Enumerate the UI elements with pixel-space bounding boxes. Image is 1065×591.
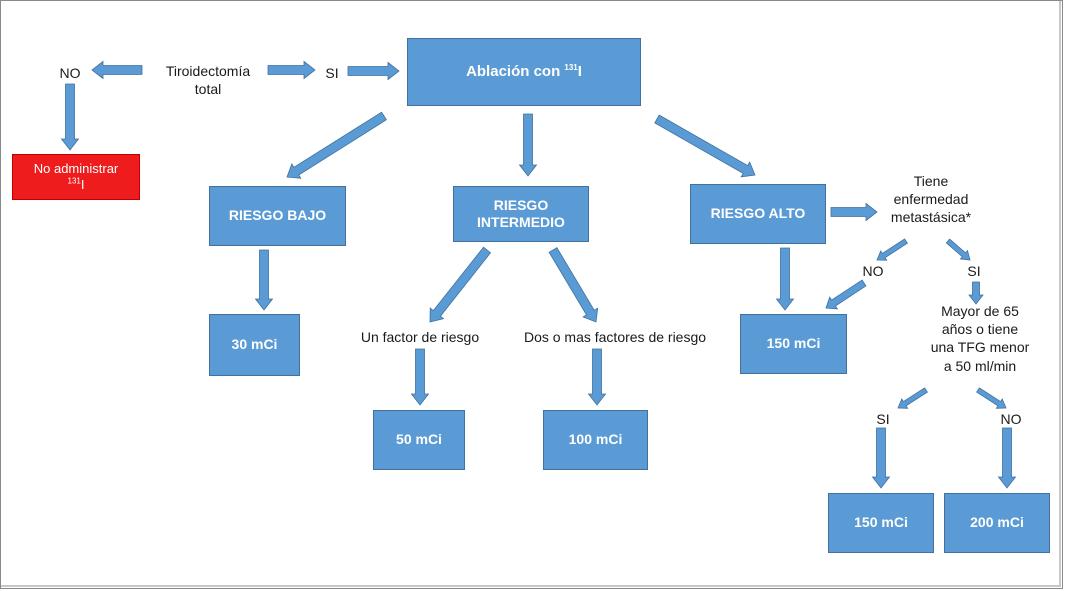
arrow-riesgo-alto-to-metastasica xyxy=(830,202,878,222)
arrow-riesgo-bajo-to-30 xyxy=(254,249,274,311)
label-un-factor: Un factor de riesgo xyxy=(360,329,480,345)
arrow-mayor-65-to-si xyxy=(897,387,928,409)
arrow-metastasica-to-no xyxy=(876,238,908,261)
arrow-riesgo-alto-to-150 xyxy=(775,247,795,311)
box-riesgo-intermedio: RIESGO INTERMEDIO xyxy=(453,186,589,242)
label-si-tiroidectomia: SI xyxy=(325,65,339,81)
box-dose-50: 50 mCi xyxy=(373,410,465,470)
box-dose-100: 100 mCi xyxy=(543,410,648,470)
label-si-edad: SI xyxy=(876,411,890,427)
arrow-no-to-200 xyxy=(997,427,1017,489)
arrow-mayor-65-to-no xyxy=(976,387,1007,409)
box-ablacion: Ablación con 131I xyxy=(407,38,641,106)
label-dos-factores: Dos o mas factores de riesgo xyxy=(523,329,707,345)
arrow-no-to-no-administrar xyxy=(60,83,80,151)
arrow-intermedio-to-dos-factores xyxy=(548,247,599,323)
arrow-ablacion-to-riesgo-intermedio xyxy=(518,113,538,177)
arrow-ablacion-to-riesgo-bajo xyxy=(286,111,387,179)
label-no-tiroidectomia: NO xyxy=(59,65,81,81)
label-no-edad: NO xyxy=(1000,411,1022,427)
arrow-si-to-mayor-65 xyxy=(968,281,984,305)
arrow-si-to-150-edad xyxy=(871,427,891,489)
arrow-un-factor-to-50 xyxy=(410,348,430,406)
box-riesgo-bajo: RIESGO BAJO xyxy=(209,186,346,246)
box-dose-150-edad: 150 mCi xyxy=(828,493,934,553)
arrow-metastasica-to-si xyxy=(945,238,971,261)
ablacion-text: Ablación con 131I xyxy=(466,62,582,80)
arrow-ablacion-to-riesgo-alto xyxy=(654,114,756,178)
label-metastasica: Tiene enfermedad metastásica* xyxy=(890,173,972,226)
arrow-intermedio-to-un-factor xyxy=(429,246,492,323)
box-dose-150-alto: 150 mCi xyxy=(740,314,847,374)
label-tiroidectomia-total: Tiroidectomía total xyxy=(165,63,251,98)
arrow-dos-factores-to-100 xyxy=(587,348,607,406)
box-riesgo-alto: RIESGO ALTO xyxy=(690,184,826,244)
arrow-si-to-ablacion xyxy=(347,61,400,81)
label-si-metastasica: SI xyxy=(967,263,981,279)
box-dose-200: 200 mCi xyxy=(944,493,1050,553)
label-no-metastasica: NO xyxy=(862,263,884,279)
arrow-tiroidectomia-to-no xyxy=(91,60,143,80)
arrow-no-to-150 xyxy=(825,279,867,310)
label-mayor-65: Mayor de 65 años o tiene una TFG menor a… xyxy=(930,303,1030,374)
arrow-tiroidectomia-to-si xyxy=(267,60,316,80)
box-dose-30: 30 mCi xyxy=(209,314,300,376)
